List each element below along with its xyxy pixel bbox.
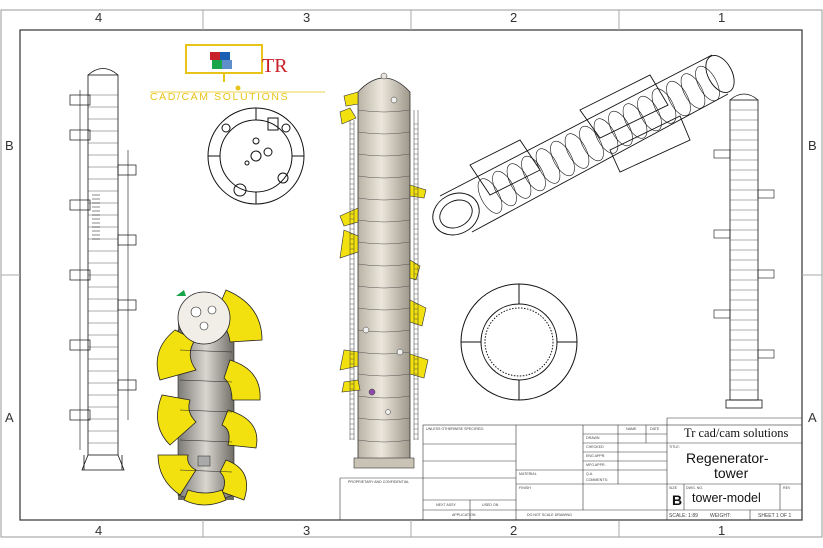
weight-label: WEIGHT: xyxy=(710,513,731,519)
next-assy-label: NEXT ASSY xyxy=(436,503,456,507)
left-elevation-view xyxy=(81,68,125,471)
zone-col-2-top: 2 xyxy=(510,10,518,25)
zone-col-3-bottom: 3 xyxy=(303,523,311,538)
drawing-title-line1: Regenerator- xyxy=(686,450,769,466)
eng-appr-label: ENG APPR. xyxy=(586,454,606,458)
dwg-no-value: tower-model xyxy=(692,491,761,505)
date-header: DATE xyxy=(650,427,660,431)
checked-label: CHECKED xyxy=(586,445,604,449)
title-block xyxy=(339,417,803,521)
drawing-title-line2: tower xyxy=(714,465,749,481)
size-value: B xyxy=(672,492,683,508)
zone-ticks xyxy=(1,10,822,537)
zone-col-1-top: 1 xyxy=(718,10,726,25)
right-elevation-details xyxy=(713,109,775,391)
tower-ladders xyxy=(349,110,419,440)
rev-label: REV xyxy=(783,486,791,490)
dwg-no-label: DWG. NO. xyxy=(686,486,704,490)
plan-view-top xyxy=(207,107,305,205)
application-label: APPLICATION xyxy=(452,513,476,517)
finish-label: FINISH xyxy=(519,486,531,490)
logo-tagline: CAD/CAM SOLUTIONS xyxy=(150,91,289,103)
comments-label: COMMENTS: xyxy=(586,478,608,482)
logo-mark: TR xyxy=(262,55,288,77)
zone-col-4-top: 4 xyxy=(95,10,103,25)
horizontal-wireframe-view xyxy=(432,54,735,236)
zone-row-b-right: B xyxy=(808,138,817,153)
zone-col-1-bottom: 1 xyxy=(718,523,726,538)
proprietary-label: PROPRIETARY AND CONFIDENTIAL xyxy=(348,480,410,484)
dims-label: UNLESS OTHERWISE SPECIFIED: xyxy=(426,427,485,431)
right-elevation-view xyxy=(725,93,763,409)
plan-view-ring xyxy=(460,283,578,401)
used-on-label: USED ON xyxy=(482,503,499,507)
size-label: SIZE xyxy=(669,486,677,490)
zone-row-a-left: A xyxy=(5,410,14,425)
company-logo: TR CAD/CAM SOLUTIONS xyxy=(150,44,325,103)
zone-col-4-bottom: 4 xyxy=(95,523,103,538)
mfg-appr-label: MFG APPR. xyxy=(586,463,606,467)
material-label: MATERIAL xyxy=(519,472,537,476)
qa-label: Q.A. xyxy=(586,472,594,476)
name-header: NAME xyxy=(626,427,637,431)
zone-col-3-top: 3 xyxy=(303,10,311,25)
do-not-scale-label: DO NOT SCALE DRAWING xyxy=(527,513,572,517)
zone-row-a-right: A xyxy=(808,410,817,425)
drawn-label: DRAWN xyxy=(586,436,600,440)
main-tower-render xyxy=(339,72,429,469)
title-label: TITLE: xyxy=(669,445,680,449)
company-name: Tr cad/cam solutions xyxy=(684,426,789,440)
zone-row-b-left: B xyxy=(5,138,14,153)
scale-label: SCALE: 1:89 xyxy=(669,513,698,519)
isometric-tower-top-view xyxy=(156,289,263,506)
tower-ring-seams xyxy=(357,109,411,443)
left-elevation-details xyxy=(69,90,137,450)
sheet-label: SHEET 1 OF 1 xyxy=(758,513,792,519)
zone-col-2-bottom: 2 xyxy=(510,523,518,538)
